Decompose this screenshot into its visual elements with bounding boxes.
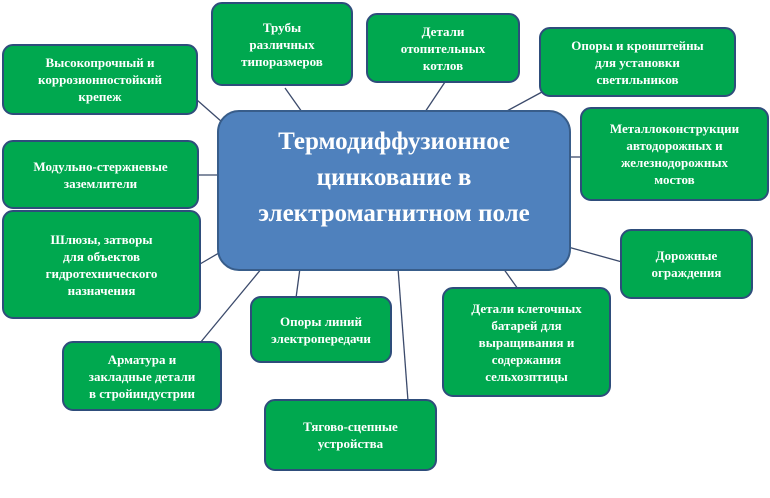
connector bbox=[504, 91, 543, 113]
connector bbox=[295, 267, 301, 299]
node-pipes: Трубы различных типоразмеров bbox=[211, 2, 353, 86]
central-topic: Термодиффузионное цинкование в электрома… bbox=[217, 110, 571, 271]
node-label: Детали клеточных батарей для выращивания… bbox=[471, 300, 582, 384]
node-label: Шлюзы, затворы для объектов гидротехниче… bbox=[45, 231, 158, 298]
node-road-barriers: Дорожные ограждения bbox=[620, 229, 753, 299]
connector bbox=[284, 87, 303, 113]
node-label: Детали отопительных котлов bbox=[400, 23, 486, 73]
node-boiler-parts: Детали отопительных котлов bbox=[366, 13, 520, 83]
connector bbox=[567, 246, 623, 263]
node-label: Высокопрочный и коррозионностойкий крепе… bbox=[38, 55, 162, 104]
node-label: Арматура и закладные детали в стройиндус… bbox=[88, 351, 196, 401]
node-label: Тягово-сцепные устройства bbox=[303, 419, 398, 451]
node-label: Опоры линий электропередачи bbox=[271, 313, 371, 346]
node-sluices: Шлюзы, затворы для объектов гидротехниче… bbox=[2, 210, 201, 319]
node-reinforcement: Арматура и закладные детали в стройиндус… bbox=[62, 341, 222, 411]
node-lamp-supports: Опоры и кронштейны для установки светиль… bbox=[539, 27, 736, 97]
central-topic-label: Термодиффузионное цинкование в электрома… bbox=[258, 128, 530, 227]
node-grounding: Модульно-стержневые заземлители bbox=[2, 140, 199, 209]
node-label: Опоры и кронштейны для установки светиль… bbox=[571, 37, 704, 87]
connector bbox=[397, 267, 409, 402]
connector bbox=[502, 267, 519, 290]
connector bbox=[196, 99, 223, 123]
node-label: Трубы различных типоразмеров bbox=[241, 19, 323, 69]
node-poultry-cages: Детали клеточных батарей для выращивания… bbox=[442, 287, 611, 397]
node-label: Металлоконструкции автодорожных и железн… bbox=[609, 121, 740, 187]
node-label: Модульно-стержневые заземлители bbox=[33, 158, 168, 191]
connector bbox=[199, 267, 263, 344]
connector bbox=[424, 81, 446, 113]
node-towing-devices: Тягово-сцепные устройства bbox=[264, 399, 437, 471]
node-label: Дорожные ограждения bbox=[651, 248, 722, 280]
node-fasteners: Высокопрочный и коррозионностойкий крепе… bbox=[2, 44, 198, 115]
node-bridge-structures: Металлоконструкции автодорожных и железн… bbox=[580, 107, 769, 201]
node-power-line-supports: Опоры линий электропередачи bbox=[250, 296, 392, 363]
